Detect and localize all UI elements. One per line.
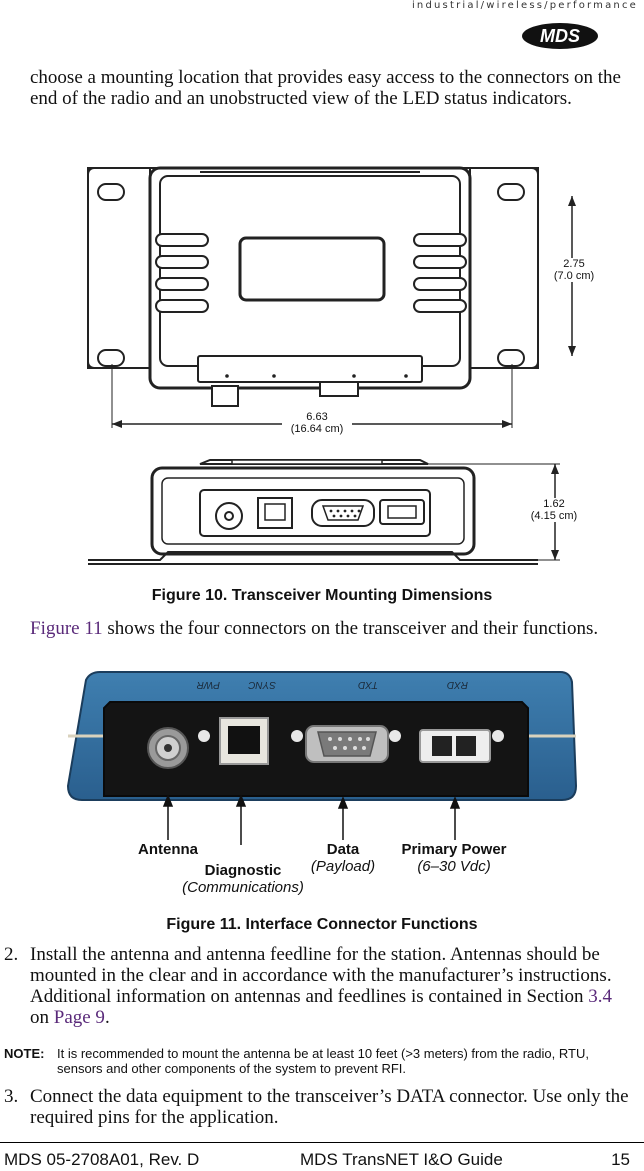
dim-height-cm: (7.0 cm) [553,270,595,282]
footer-doc-id: MDS 05-2708A01, Rev. D [4,1150,200,1169]
dim-width-label: 6.63 (16.64 cm) [282,411,352,435]
note: NOTE: It is recommended to mount the ant… [4,1046,640,1080]
step-2-body: Install the antenna and antenna feedline… [30,944,612,1007]
figure-11-callouts [162,793,461,845]
figure-11-link[interactable]: Figure 11 [30,618,103,639]
panel-label-pwr: PWR [197,679,220,690]
step-2: 2. Install the antenna and antenna feedl… [0,944,644,1034]
callout-antenna-label: Antenna [138,841,198,858]
figure-11-reference: Figure 11 shows the four connectors on t… [30,618,630,639]
header-tagline: industrial/wireless/performance [411,0,638,11]
figure-10-front-view [88,459,560,565]
callout-data-label: Data [326,841,360,858]
figure-10-caption: Figure 10. Transceiver Mounting Dimensio… [151,587,493,604]
figure-11-ref-text: shows the four connectors on the transce… [102,618,599,639]
callout-power: Primary Power(6–30 Vdc) [386,841,522,875]
figure-10-top-view [87,166,576,428]
mds-logo: MDS [522,23,598,49]
step-3-number: 3. [4,1086,19,1107]
panel-label-txd: TXD [358,679,378,690]
dim-depth-label: 1.62 (4.15 cm) [524,498,584,522]
logo-text: MDS [540,26,580,46]
footer-rule [0,1142,644,1143]
step-2-number: 2. [4,944,19,965]
callout-data-sub: (Payload) [310,858,376,875]
note-label: NOTE: [4,1046,45,1061]
step-2-on: on [30,1007,54,1028]
note-text: It is recommended to mount the antenna b… [57,1046,589,1076]
section-link[interactable]: 3.4 [588,986,613,1007]
callout-power-sub: (6–30 Vdc) [417,858,491,875]
dim-height-inches: 2.75 [563,258,585,270]
footer-page-number: 15 [611,1150,630,1169]
callout-diagnostic-sub: (Communications) [182,879,304,896]
callout-diagnostic-label: Diagnostic [204,862,282,879]
dim-width-inches: 6.63 [306,411,328,423]
footer-guide-title: MDS TransNET I&O Guide [300,1150,503,1169]
step-2-end: . [104,1007,110,1028]
page-link[interactable]: Page 9 [53,1007,105,1028]
callout-power-label: Primary Power [401,841,507,858]
figure-11-photo: PWR SYNC TXD RXD [66,671,578,801]
dim-height-label: 2.75 (7.0 cm) [546,258,602,282]
panel-label-sync: SYNC [247,679,276,690]
panel-label-rxd: RXD [447,679,468,690]
callout-data: Data(Payload) [296,841,390,875]
dim-depth-inches: 1.62 [543,498,565,510]
step-2-text: Install the antenna and antenna feedline… [30,944,630,1028]
dim-depth-cm: (4.15 cm) [530,510,578,522]
callout-diagnostic: Diagnostic(Communications) [168,862,318,896]
intro-paragraph: choose a mounting location that provides… [30,67,621,109]
step-3: 3. Connect the data equipment to the tra… [0,1086,644,1132]
step-3-text: Connect the data equipment to the transc… [30,1086,629,1128]
callout-antenna: Antenna [118,841,218,858]
dim-width-cm: (16.64 cm) [290,423,344,435]
figure-11-caption: Figure 11. Interface Connector Functions [166,916,478,933]
